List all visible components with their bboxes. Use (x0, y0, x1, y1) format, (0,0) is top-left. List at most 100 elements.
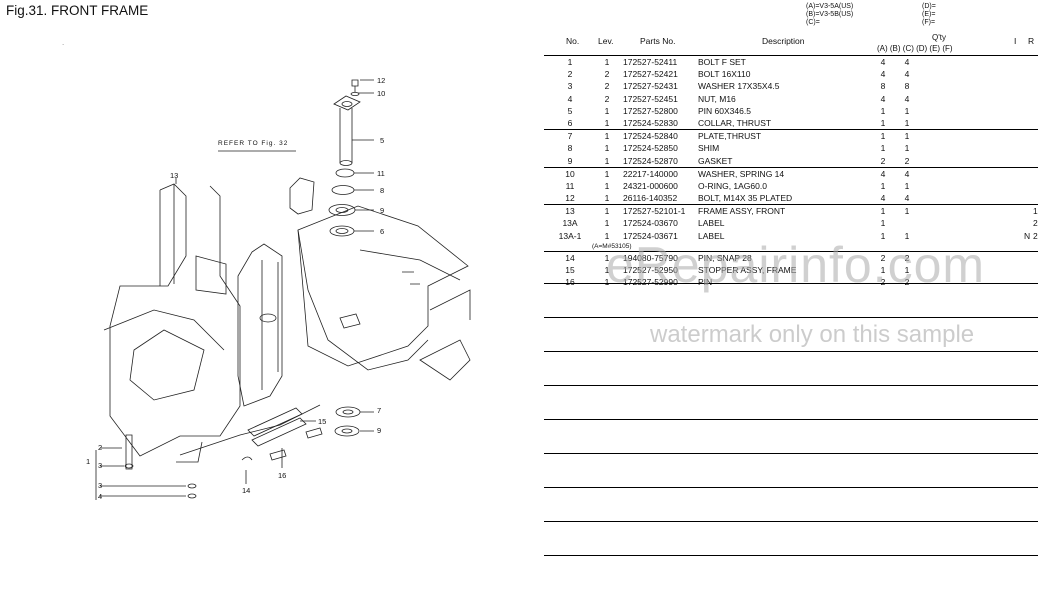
cell-b: 2 (902, 276, 912, 288)
cell-lev: 1 (604, 180, 610, 191)
cell-lev: 1 (604, 218, 610, 229)
model-a: (A)=V3-5A(US) (806, 3, 854, 10)
cell-part: 172527-52421 (623, 69, 678, 80)
dot-mark: . (62, 38, 65, 47)
cell-no: 4 (567, 93, 573, 104)
cell-no: 3 (567, 81, 573, 92)
cell-part: 172524-52850 (623, 143, 678, 154)
cell-desc: LABEL (698, 218, 725, 229)
cell-part: 172527-52431 (623, 81, 678, 92)
header-r: R (1028, 36, 1035, 46)
cell-a: 1 (880, 206, 886, 217)
cell-desc: STOPPER ASSY, FRAME (698, 265, 797, 275)
cell-a: 4 (880, 57, 886, 67)
cell-no: 13A-1 (558, 230, 582, 241)
callout-11: 11 (377, 169, 385, 178)
cell-a: 4 (880, 93, 886, 104)
cell-part: 172524-52870 (623, 155, 678, 166)
cell-desc: PIN 60X346.5 (698, 105, 751, 116)
cell-b: 1 (904, 143, 910, 154)
model-d: (D)= (922, 3, 936, 10)
cell-a: 1 (880, 180, 886, 191)
cell-b: 1 (904, 105, 910, 116)
cell-no: 11 (565, 180, 575, 191)
cell-a: 2 (878, 276, 888, 288)
cell-lev: 1 (604, 155, 610, 166)
cell-part: 24321-000600 (623, 180, 678, 191)
callout-14: 14 (242, 486, 250, 495)
cell-b: 4 (904, 168, 910, 179)
header-model-cols: (A) (B) (C) (D) (E) (F) (877, 44, 953, 53)
header-i: I (1014, 36, 1017, 46)
callout-12: 12 (377, 76, 385, 85)
cell-a: 1 (880, 117, 886, 128)
cell-desc: PLATE,THRUST (698, 131, 762, 142)
cell-a: 2 (880, 252, 886, 263)
cell-lev: 2 (604, 93, 610, 104)
cell-part: 22217-140000 (623, 168, 678, 179)
serial-note: (A=M#53105) (592, 242, 632, 250)
callout-9-upper: 9 (380, 206, 384, 215)
callout-3-lower: 3 (98, 481, 102, 490)
cell-b: 4 (904, 93, 910, 104)
cell-desc: BOLT 16X110 (698, 69, 751, 80)
cell-lev: 1 (604, 206, 610, 217)
callout-13: 13 (170, 171, 178, 180)
callout-6: 6 (380, 227, 384, 236)
cell-b: 2 (904, 252, 910, 263)
cell-no: 15 (565, 265, 575, 275)
cell-r: 1 (1033, 206, 1038, 217)
cell-desc: NUT, M16 (698, 93, 736, 104)
callout-7: 7 (377, 406, 381, 415)
cell-desc: FRAME ASSY, FRONT (698, 206, 786, 217)
cell-lev: 1 (604, 57, 610, 67)
cell-lev: 2 (604, 81, 610, 92)
cell-a: 8 (880, 81, 886, 92)
cell-b: 1 (904, 117, 910, 128)
cell-desc: WASHER 17X35X4.5 (698, 81, 780, 92)
cell-b: 1 (904, 180, 910, 191)
cell-lev: 1 (604, 252, 610, 263)
model-c: (C)= (806, 19, 820, 26)
cell-desc: WASHER, SPRING 14 (698, 168, 785, 179)
cell-no: 10 (565, 168, 575, 179)
watermark-subtext: watermark only on this sample (650, 321, 975, 348)
cell-part: 172524-03671 (623, 230, 678, 241)
cell-desc: PIN, SNAP 28 (698, 252, 752, 263)
cell-desc: PIN (698, 276, 712, 288)
cell-b: 4 (904, 193, 910, 204)
cell-lev: 1 (604, 117, 610, 128)
header-qty: Q'ty (932, 33, 946, 42)
cell-no: 9 (567, 155, 573, 166)
cell-no: 12 (565, 193, 575, 204)
cell-b: 4 (904, 57, 910, 67)
cell-i: N (1024, 230, 1031, 241)
cell-a: 1 (880, 218, 886, 229)
cell-no: 5 (567, 105, 573, 116)
cell-part: 172524-52840 (623, 131, 678, 142)
cell-lev: 1 (604, 131, 610, 142)
cell-lev: 1 (604, 105, 610, 116)
cell-a: 4 (880, 193, 886, 204)
cell-r: 2 (1033, 230, 1038, 241)
callout-15: 15 (318, 417, 326, 426)
cell-b: 1 (904, 230, 910, 241)
cell-b: 1 (904, 265, 910, 275)
cell-part: 172527-52950 (623, 265, 678, 275)
cell-a: 1 (880, 230, 886, 241)
cell-a: 1 (880, 105, 886, 116)
cell-b: 1 (904, 131, 910, 142)
cell-lev: 2 (604, 69, 610, 80)
model-legend-right: (D)= (E)= (F)= (922, 3, 936, 27)
cell-a: 2 (880, 155, 886, 166)
